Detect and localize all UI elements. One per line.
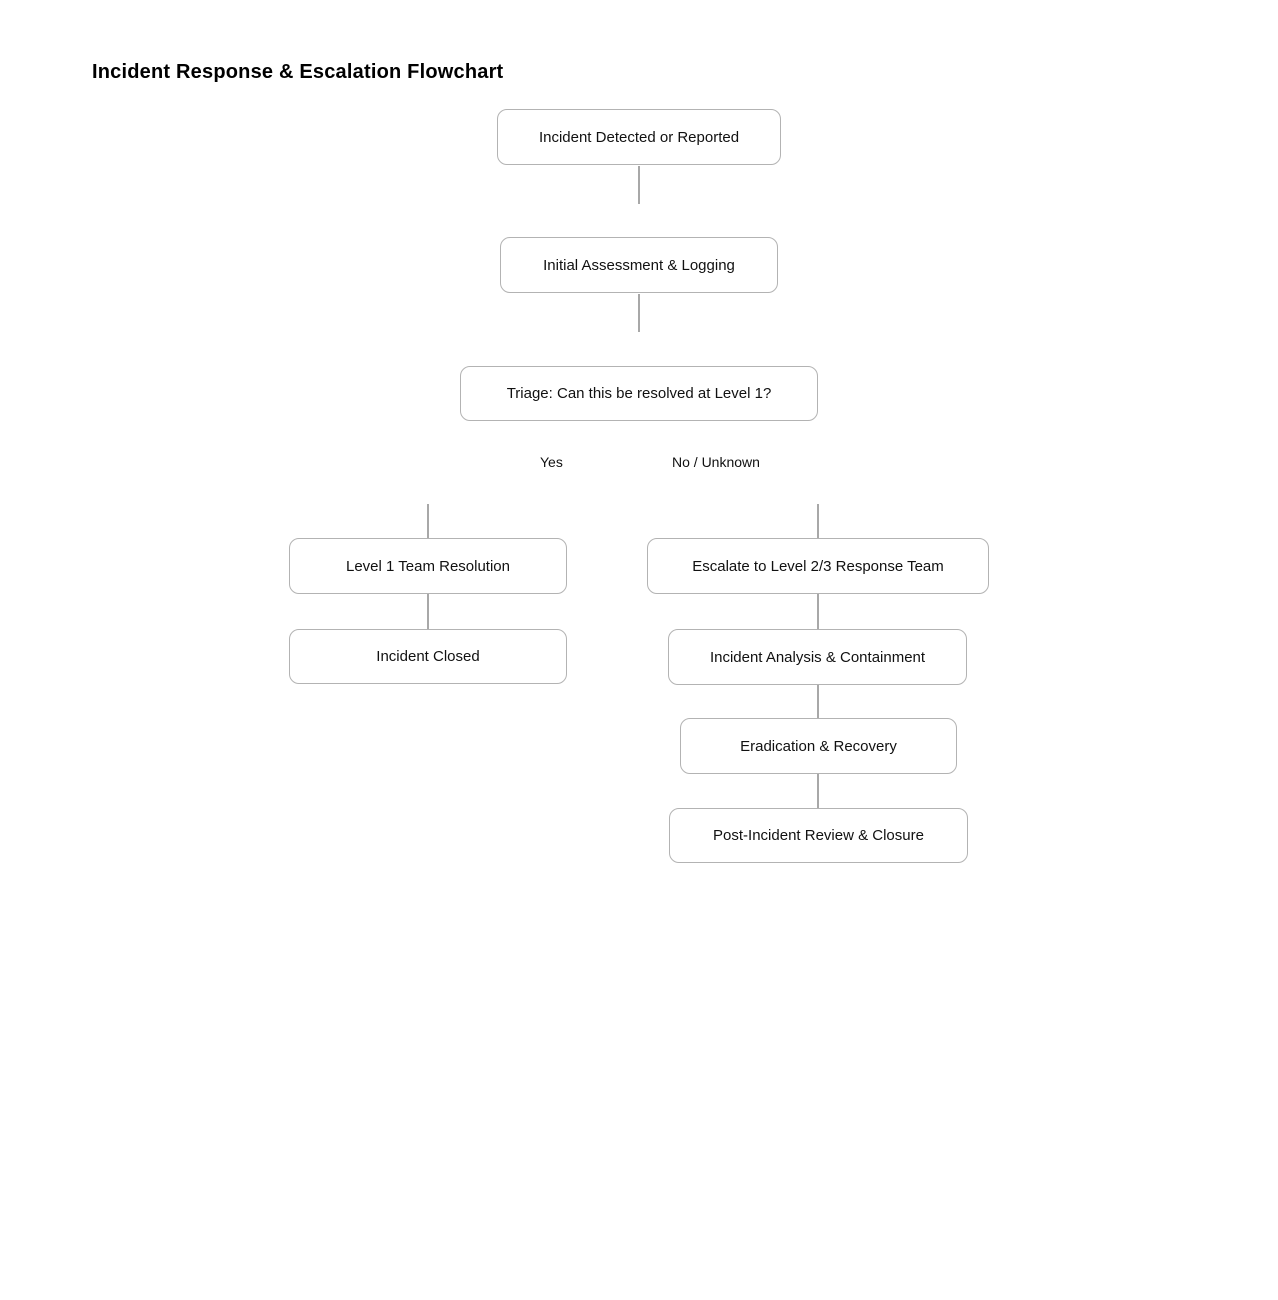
node-incident-closed: Incident Closed [289,629,567,684]
connector-level1-to-closed [427,594,429,629]
node-escalate-level23: Escalate to Level 2/3 Response Team [647,538,989,594]
page-title: Incident Response & Escalation Flowchart [92,61,504,83]
node-incident-detected: Incident Detected or Reported [497,109,781,165]
edge-label-no-unknown: No / Unknown [672,454,760,470]
connector-escalate-to-analysis [817,594,819,629]
connector-analysis-to-eradication [817,685,819,718]
node-eradication-recovery: Eradication & Recovery [680,718,957,774]
connector-no-to-escalate [817,504,819,538]
node-post-incident-review: Post-Incident Review & Closure [669,808,968,863]
edge-label-yes: Yes [540,454,563,470]
connector-yes-to-level1 [427,504,429,538]
node-triage-decision: Triage: Can this be resolved at Level 1? [460,366,818,421]
connector-detected-to-assessment [638,166,640,204]
node-analysis-containment: Incident Analysis & Containment [668,629,967,685]
node-level1-resolution: Level 1 Team Resolution [289,538,567,594]
node-initial-assessment: Initial Assessment & Logging [500,237,778,293]
connector-eradication-to-review [817,774,819,808]
connector-assessment-to-triage [638,294,640,332]
